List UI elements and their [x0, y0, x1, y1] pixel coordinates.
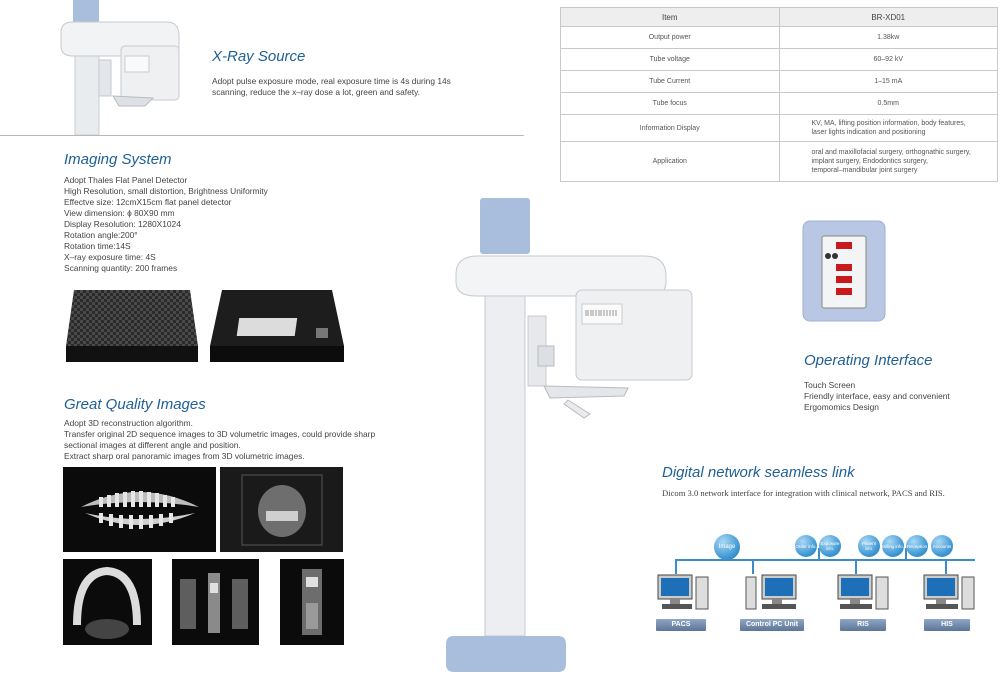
ris-computer-icon: [837, 574, 889, 610]
network-desc: Dicom 3.0 network interface for integrat…: [662, 488, 945, 498]
xray-source-title: X-Ray Source: [212, 48, 306, 65]
imaging-line: Rotation time:14S: [64, 241, 131, 251]
operating-interface-title: Operating Interface: [804, 352, 933, 369]
network-line: [675, 559, 677, 574]
axial-slice-image: [63, 559, 152, 645]
table-row: Tube Current 1–15 mA: [560, 70, 998, 93]
spec-value-line: oral and maxillofacial surgery, orthogna…: [811, 149, 971, 156]
quality-line: sectional images at different angle and …: [64, 440, 241, 450]
flat-panel-detector-front-image: [66, 290, 198, 362]
imaging-line: Scanning quantity: 200 frames: [64, 263, 178, 273]
spec-item: Information Display: [560, 114, 780, 142]
table-row: Information Display KV, MA, lifting posi…: [560, 114, 998, 142]
spec-value-line: laser lights indication and positioning: [811, 129, 926, 136]
sagittal-slice-image: [172, 559, 259, 645]
table-row: Output power 1.38kw: [560, 26, 998, 49]
panoramic-xray-image: [63, 467, 216, 552]
spec-item: Tube focus: [560, 92, 780, 115]
control-panel-image: [802, 220, 886, 322]
imaging-line: Effectve size: 12cmX15cm flat panel dete…: [64, 197, 232, 207]
his-computer-icon: [923, 574, 975, 610]
table-row: Tube voltage 60–92 kV: [560, 48, 998, 71]
imaging-line: View dimension: ɸ 80X90 mm: [64, 208, 175, 218]
xray-source-desc-line2: scanning, reduce the x–ray dose a lot, g…: [212, 87, 420, 97]
spec-value: KV, MA, lifting position information, bo…: [778, 114, 998, 142]
table-row: Application oral and maxillofacial surge…: [560, 141, 998, 182]
network-line: [855, 559, 857, 574]
section-divider: [0, 135, 524, 136]
coronal-slice-image: [280, 559, 344, 645]
quality-images-desc: Adopt 3D reconstruction algorithm. Trans…: [64, 418, 375, 462]
network-bubble-billing: Billing info.: [882, 535, 904, 557]
imaging-line: Display Resolution: 1280X1024: [64, 219, 181, 229]
spec-header-model: BR-XD01: [778, 7, 998, 27]
network-bubble-exposure: Exposure info.: [819, 535, 841, 557]
operating-line: Friendly interface, easy and convenient: [804, 391, 950, 401]
network-label-ris: RIS: [840, 619, 886, 631]
network-label-pacs: PACS: [656, 619, 706, 631]
quality-images-title: Great Quality Images: [64, 396, 206, 413]
spec-item: Output power: [560, 26, 780, 49]
imaging-system-specs: Adopt Thales Flat Panel Detector High Re…: [64, 175, 268, 274]
network-line: [675, 559, 975, 561]
spec-table-header: Item BR-XD01: [560, 7, 998, 27]
quality-line: Extract sharp oral panoramic images from…: [64, 451, 305, 461]
network-line: [818, 548, 820, 560]
xray-source-desc-line1: Adopt pulse exposure mode, real exposure…: [212, 76, 451, 86]
quality-line: Adopt 3D reconstruction algorithm.: [64, 418, 193, 428]
xray-source-image: [60, 0, 180, 135]
imaging-line: High Resolution, small distortion, Brigh…: [64, 186, 268, 196]
network-line: [905, 548, 907, 560]
operating-interface-desc: Touch Screen Friendly interface, easy an…: [804, 380, 950, 413]
spec-item: Tube voltage: [560, 48, 780, 71]
spec-value: oral and maxillofacial surgery, orthogna…: [778, 141, 998, 182]
network-line: [752, 559, 754, 574]
spec-value: 0.5mm: [778, 92, 998, 115]
operating-line: Touch Screen: [804, 380, 856, 390]
spec-value-line: implant surgery, Endodontics surgery,: [811, 158, 928, 165]
spec-item: Application: [560, 141, 780, 182]
spec-value-line: temporal–mandibular joint surgery: [811, 167, 918, 174]
flat-panel-detector-back-image: [210, 290, 344, 362]
network-label-control-pc-unit: Control PC Unit: [740, 619, 804, 631]
spec-value: 1–15 mA: [778, 70, 998, 93]
network-bubble-order: Order info.: [795, 535, 817, 557]
table-row: Tube focus 0.5mm: [560, 92, 998, 115]
3d-volume-image: [220, 467, 343, 552]
network-bubble-patient: Patient info.: [858, 535, 880, 557]
network-label-his: HIS: [924, 619, 970, 631]
network-bubble-reception: Reception: [906, 535, 928, 557]
spec-item: Tube Current: [560, 70, 780, 93]
quality-line: Transfer original 2D sequence images to …: [64, 429, 376, 439]
network-bubble-image: Image: [714, 534, 740, 560]
spec-value: 1.38kw: [778, 26, 998, 49]
imaging-system-title: Imaging System: [64, 151, 172, 168]
control-pc-unit-icon: [745, 574, 797, 610]
network-title: Digital network seamless link: [662, 464, 855, 481]
imaging-line: Adopt Thales Flat Panel Detector: [64, 175, 188, 185]
spec-table: Item BR-XD01 Output power 1.38kw Tube vo…: [560, 7, 998, 182]
imaging-line: Rotation angle:200°: [64, 230, 138, 240]
spec-value: 60–92 kV: [778, 48, 998, 71]
spec-header-item: Item: [560, 7, 780, 27]
cbct-machine-image: [446, 198, 693, 672]
imaging-line: X–ray exposure time: 4S: [64, 252, 156, 262]
operating-line: Ergomomics Design: [804, 402, 879, 412]
network-bubble-accounts: Accounts: [931, 535, 953, 557]
spec-value-line: KV, MA, lifting position information, bo…: [811, 120, 966, 127]
network-line: [945, 559, 947, 574]
pacs-computer-icon: [657, 574, 709, 610]
